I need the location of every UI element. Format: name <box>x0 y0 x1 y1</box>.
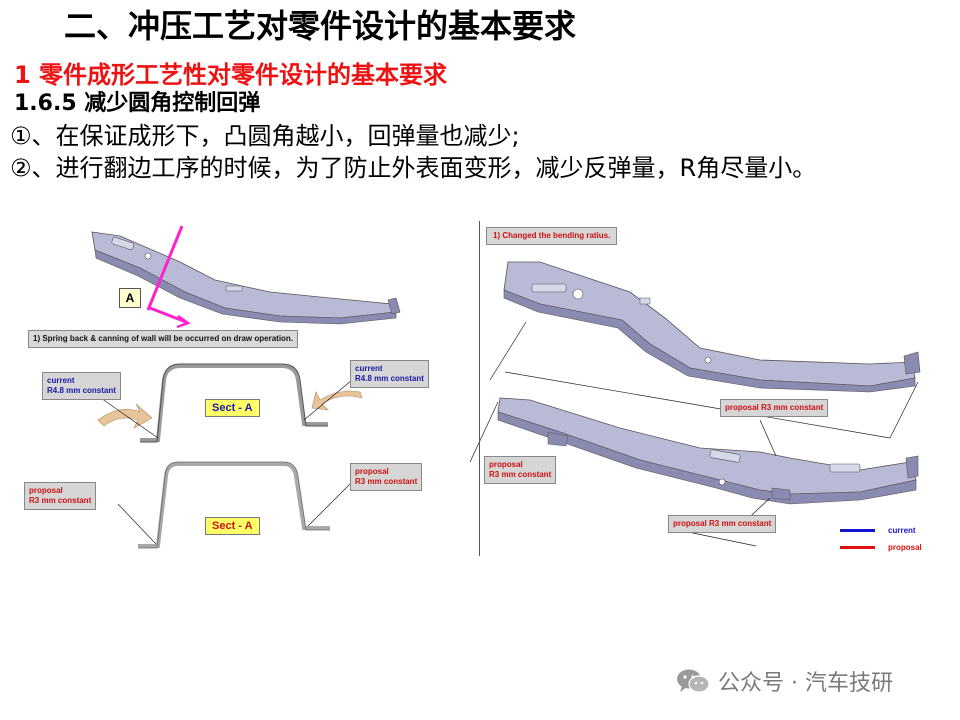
figure-divider <box>479 221 480 556</box>
point-1: ①、在保证成形下，凸圆角越小，回弹量也减少; <box>10 122 520 150</box>
wechat-icon <box>677 669 710 693</box>
slide-title: 二、冲压工艺对零件设计的基本要求 <box>64 7 577 45</box>
point-2: ②、进行翻边工序的时候，为了防止外表面变形，减少反弹量，R角尽量小。 <box>10 154 817 182</box>
technical-illustration <box>91 225 921 549</box>
spring-back-note: 1) Spring back & canning of wall will be… <box>28 330 299 348</box>
legend-current-label: current <box>888 526 916 535</box>
legend-proposal-label: proposal <box>888 543 922 552</box>
section-current-profile-dark <box>140 363 328 443</box>
proposal-callout-bottom: proposal R3 mm constant <box>668 515 777 533</box>
proposal-callout-mid: proposal R3 mm constant <box>720 399 829 417</box>
current-callout-right: current R4.8 mm constant <box>350 360 429 388</box>
sect-a-label-top: Sect - A <box>205 399 260 417</box>
left-rail-part <box>91 231 401 325</box>
springback-arrow-left <box>97 403 153 429</box>
proposal-callout-right-left: proposal R3 mm constant <box>484 456 557 484</box>
watermark: 公众号 · 汽车技研 <box>676 666 893 696</box>
current-callout-left: current R4.8 mm constant <box>42 372 121 400</box>
sub-heading: 1.6.5 减少圆角控制回弹 <box>14 91 261 116</box>
section-marker <box>146 225 191 329</box>
red-heading: 1 零件成形工艺性对零件设计的基本要求 <box>14 61 448 89</box>
section-current-profile <box>140 364 328 442</box>
label-a: A <box>119 288 141 308</box>
section-proposal-profile <box>138 462 330 548</box>
sect-a-label-bottom: Sect - A <box>205 517 260 535</box>
springback-arrow-right <box>311 390 363 411</box>
bending-radius-note: 1) Changed the bending ratius. <box>486 227 618 245</box>
legend-current-line <box>840 529 875 532</box>
legend-proposal-line <box>840 546 875 549</box>
right-rail-part-top <box>503 261 921 393</box>
proposal-callout-left: proposal R3 mm constant <box>24 482 97 510</box>
right-rail-part-bottom <box>497 397 919 505</box>
watermark-text: 公众号 · 汽车技研 <box>718 671 893 696</box>
proposal-callout-right: proposal R3 mm constant <box>350 463 423 491</box>
